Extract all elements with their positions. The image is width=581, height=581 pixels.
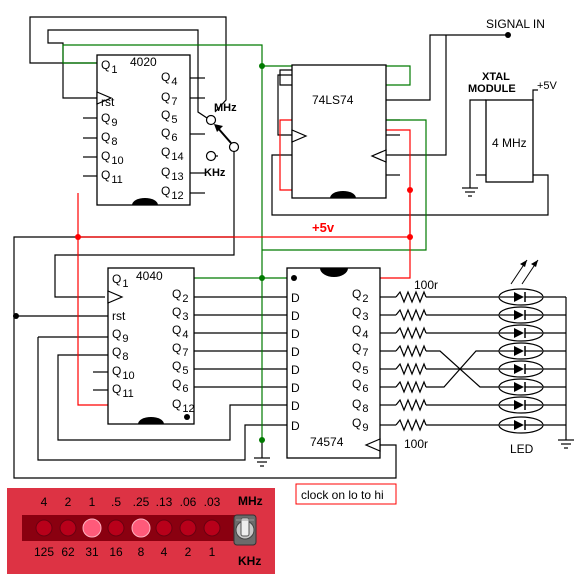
panel-led-lit — [82, 518, 102, 538]
xtal-frequency: 4 MHz — [492, 136, 527, 150]
xtal-module: XTAL MODULE 4 MHz +5V — [468, 71, 558, 183]
chip-4020: 4020 Q1 rst Q9 Q8 Q10 Q11 Q4 Q7 Q5 Q6 Q1… — [96, 54, 191, 206]
chip-74ls74-name: 74LS74 — [312, 93, 354, 107]
panel-led — [107, 519, 125, 537]
panel-bottom-value: 8 — [138, 545, 145, 559]
svg-text:rst: rst — [112, 309, 126, 323]
chip-74574-name: 74574 — [310, 435, 344, 449]
signal-in-label: SIGNAL IN — [486, 17, 545, 31]
svg-text:D: D — [291, 381, 300, 395]
junction-dot — [13, 313, 19, 319]
panel-bottom-value: 1 — [209, 545, 216, 559]
svg-text:D: D — [291, 309, 300, 323]
junction-dot — [505, 32, 511, 38]
resistor — [395, 344, 427, 358]
panel-bottom-value: 62 — [61, 545, 75, 559]
mhz-label: MHz — [214, 102, 237, 114]
panel-top-value: .03 — [204, 495, 221, 509]
svg-text:D: D — [291, 363, 300, 377]
switch-mhz-label: MHz — [238, 494, 263, 508]
panel-top-value: 4 — [41, 495, 48, 509]
resistor — [395, 308, 427, 322]
led-diode-icon — [514, 346, 524, 356]
resistor-label-top: 100r — [414, 278, 438, 292]
resistor — [395, 326, 427, 340]
panel-bottom-value: 125 — [34, 545, 54, 559]
led-diode-icon — [514, 310, 524, 320]
resistor — [395, 290, 427, 304]
svg-text:D: D — [291, 327, 300, 341]
panel-bottom-value: 16 — [109, 545, 123, 559]
red-wiring — [75, 119, 413, 406]
switch-khz-label: KHz — [238, 554, 261, 568]
panel-top-value: .25 — [133, 495, 150, 509]
led-diode-icon — [514, 400, 524, 410]
resistor-label-bottom: 100r — [404, 437, 428, 451]
led-diode-icon — [514, 420, 524, 430]
svg-text:D: D — [291, 399, 300, 413]
panel-bottom-value: 4 — [161, 545, 168, 559]
plus5v-label: +5V — [537, 80, 558, 92]
led-array — [498, 288, 544, 434]
led-diode-icon — [514, 364, 524, 374]
clock-note-text: clock on lo to hi — [301, 488, 384, 502]
panel-bottom-value: 2 — [185, 545, 192, 559]
xtal-label-2: MODULE — [468, 83, 516, 95]
clock-note: clock on lo to hi — [295, 483, 397, 505]
panel-led — [155, 519, 173, 537]
led-diode-icon — [514, 328, 524, 338]
panel-led-lit — [131, 518, 151, 538]
led-label: LED — [510, 442, 534, 456]
panel-led — [59, 519, 77, 537]
panel-top-value: 2 — [65, 495, 72, 509]
xtal-label-1: XTAL — [482, 71, 510, 83]
chip-4020-name: 4020 — [130, 55, 157, 69]
panel-bottom-value: 31 — [85, 545, 99, 559]
khz-label: KHz — [204, 167, 226, 179]
svg-text:D: D — [291, 419, 300, 433]
svg-text:D: D — [291, 291, 300, 305]
panel-led — [35, 519, 53, 537]
light-arrows-icon — [510, 259, 539, 285]
chip-74574: D D D D D D D D Q2 Q3 Q4 Q7 Q5 Q6 Q8 Q9 … — [286, 267, 381, 459]
toggle-switch[interactable] — [233, 514, 257, 546]
panel-led — [203, 519, 221, 537]
panel-top-value: .13 — [156, 495, 173, 509]
chip-4040: 4040 Q1 rst Q9 Q8 Q10 Q11 Q2 Q3 Q4 Q7 Q5… — [107, 267, 195, 425]
svg-text:D: D — [291, 345, 300, 359]
black-wiring — [13, 16, 574, 479]
panel-led — [179, 519, 197, 537]
plus5v-rail-label: +5v — [312, 220, 335, 235]
resistor — [395, 418, 427, 432]
chip-4040-name: 4040 — [136, 269, 163, 283]
resistor — [395, 398, 427, 412]
panel-top-value: 1 — [89, 495, 96, 509]
range-switch: MHz KHz — [204, 102, 240, 179]
led-diode-icon — [514, 382, 524, 392]
panel-top-value: .06 — [180, 495, 197, 509]
chip-74ls74: 74LS74 — [291, 64, 387, 199]
panel-top-value: .5 — [111, 495, 121, 509]
resistor — [395, 380, 427, 394]
front-panel: 4 2 1 .5 .25 .13 .06 .03 125 62 31 16 8 4 2 1 MHz KHz — [7, 488, 275, 574]
svg-text:rst: rst — [101, 95, 115, 109]
led-diode-icon — [514, 292, 524, 302]
resistor — [395, 362, 427, 376]
